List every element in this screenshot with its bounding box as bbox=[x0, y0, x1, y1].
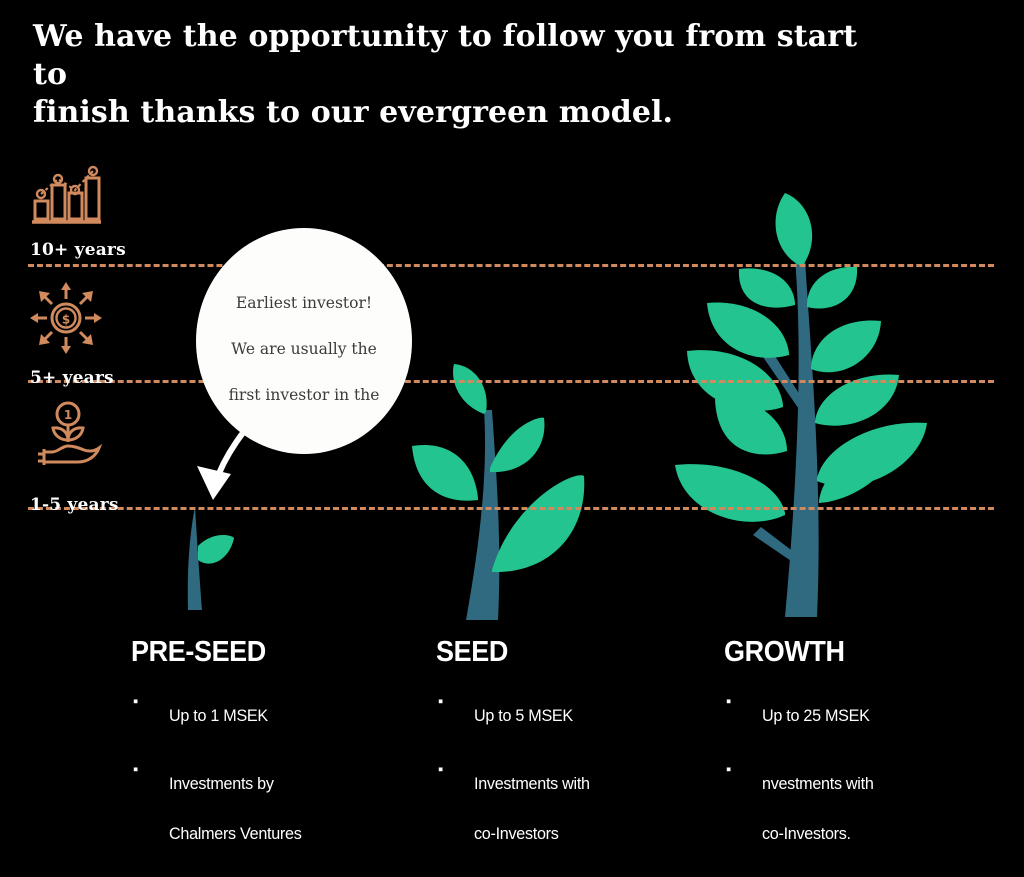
bullet-text: Investments with co-Investors bbox=[474, 774, 590, 843]
list-item: ▪ Investments with co-Investors bbox=[436, 759, 596, 859]
timeline-divider-1-5y bbox=[28, 507, 994, 510]
stage-title-pre-seed: PRE-SEED bbox=[131, 636, 266, 668]
plant-sprout-pre-seed bbox=[168, 498, 258, 623]
list-item: ▪ Up to 1 MSEK bbox=[131, 691, 308, 741]
timeline-label-1-5-years: 1-5 years bbox=[30, 495, 119, 515]
timeline-divider-10y bbox=[28, 264, 994, 267]
bullet-dot-icon: ▪ bbox=[133, 761, 139, 778]
stage-title-growth: GROWTH bbox=[724, 636, 845, 668]
timeline-divider-5y bbox=[28, 380, 994, 383]
svg-text:1: 1 bbox=[64, 408, 72, 422]
plant-young-seed bbox=[392, 352, 612, 629]
page-title: We have the opportunity to follow you fr… bbox=[33, 19, 858, 130]
coin-expansion-arrows-icon: $ bbox=[30, 282, 102, 359]
bullet-text: Up to 25 MSEK bbox=[762, 706, 870, 725]
bullet-dot-icon: ▪ bbox=[438, 761, 444, 778]
bullet-dot-icon: ▪ bbox=[726, 761, 732, 778]
callout-bubble-text: Earliest investor! We are usually the fi… bbox=[228, 294, 380, 404]
bullet-text: Up to 1 MSEK bbox=[169, 706, 268, 725]
timeline-label-10-plus-years: 10+ years bbox=[30, 240, 126, 260]
list-item: ▪ Investments by Chalmers Ventures bbox=[131, 759, 308, 859]
stage-column-growth: GROWTH ▪ Up to 25 MSEK ▪ nvestments with… bbox=[724, 636, 879, 877]
svg-text:$: $ bbox=[62, 313, 70, 327]
bullet-dot-icon: ▪ bbox=[726, 693, 732, 710]
stage-bullets-pre-seed: ▪ Up to 1 MSEK ▪ Investments by Chalmers… bbox=[131, 691, 308, 859]
hand-holding-plant-coin-icon: 1 bbox=[30, 400, 106, 475]
bullet-dot-icon: ▪ bbox=[133, 693, 139, 710]
bullet-text: Up to 5 MSEK bbox=[474, 706, 573, 725]
list-item: ▪ Up to 5 MSEK bbox=[436, 691, 596, 741]
bullet-text: nvestments with co-Investors. bbox=[762, 774, 874, 843]
list-item: ▪ Up to 25 MSEK bbox=[724, 691, 879, 741]
timeline-label-5-plus-years: 5+ years bbox=[30, 368, 114, 388]
list-item: ▪ nvestments with co-Investors. bbox=[724, 759, 879, 859]
callout-bubble: Earliest investor! We are usually the fi… bbox=[196, 228, 412, 454]
bullet-dot-icon: ▪ bbox=[438, 693, 444, 710]
bullet-text: Investments by Chalmers Ventures bbox=[169, 774, 302, 843]
bar-chart-growth-icon bbox=[30, 163, 102, 230]
stage-bullets-seed: ▪ Up to 5 MSEK ▪ Investments with co-Inv… bbox=[436, 691, 596, 859]
stage-bullets-growth: ▪ Up to 25 MSEK ▪ nvestments with co-Inv… bbox=[724, 691, 879, 859]
plant-mature-growth bbox=[645, 185, 965, 630]
stage-title-seed: SEED bbox=[436, 636, 508, 668]
stage-column-pre-seed: PRE-SEED ▪ Up to 1 MSEK ▪ Investments by… bbox=[131, 636, 308, 877]
stage-column-seed: SEED ▪ Up to 5 MSEK ▪ Investments with c… bbox=[436, 636, 596, 877]
